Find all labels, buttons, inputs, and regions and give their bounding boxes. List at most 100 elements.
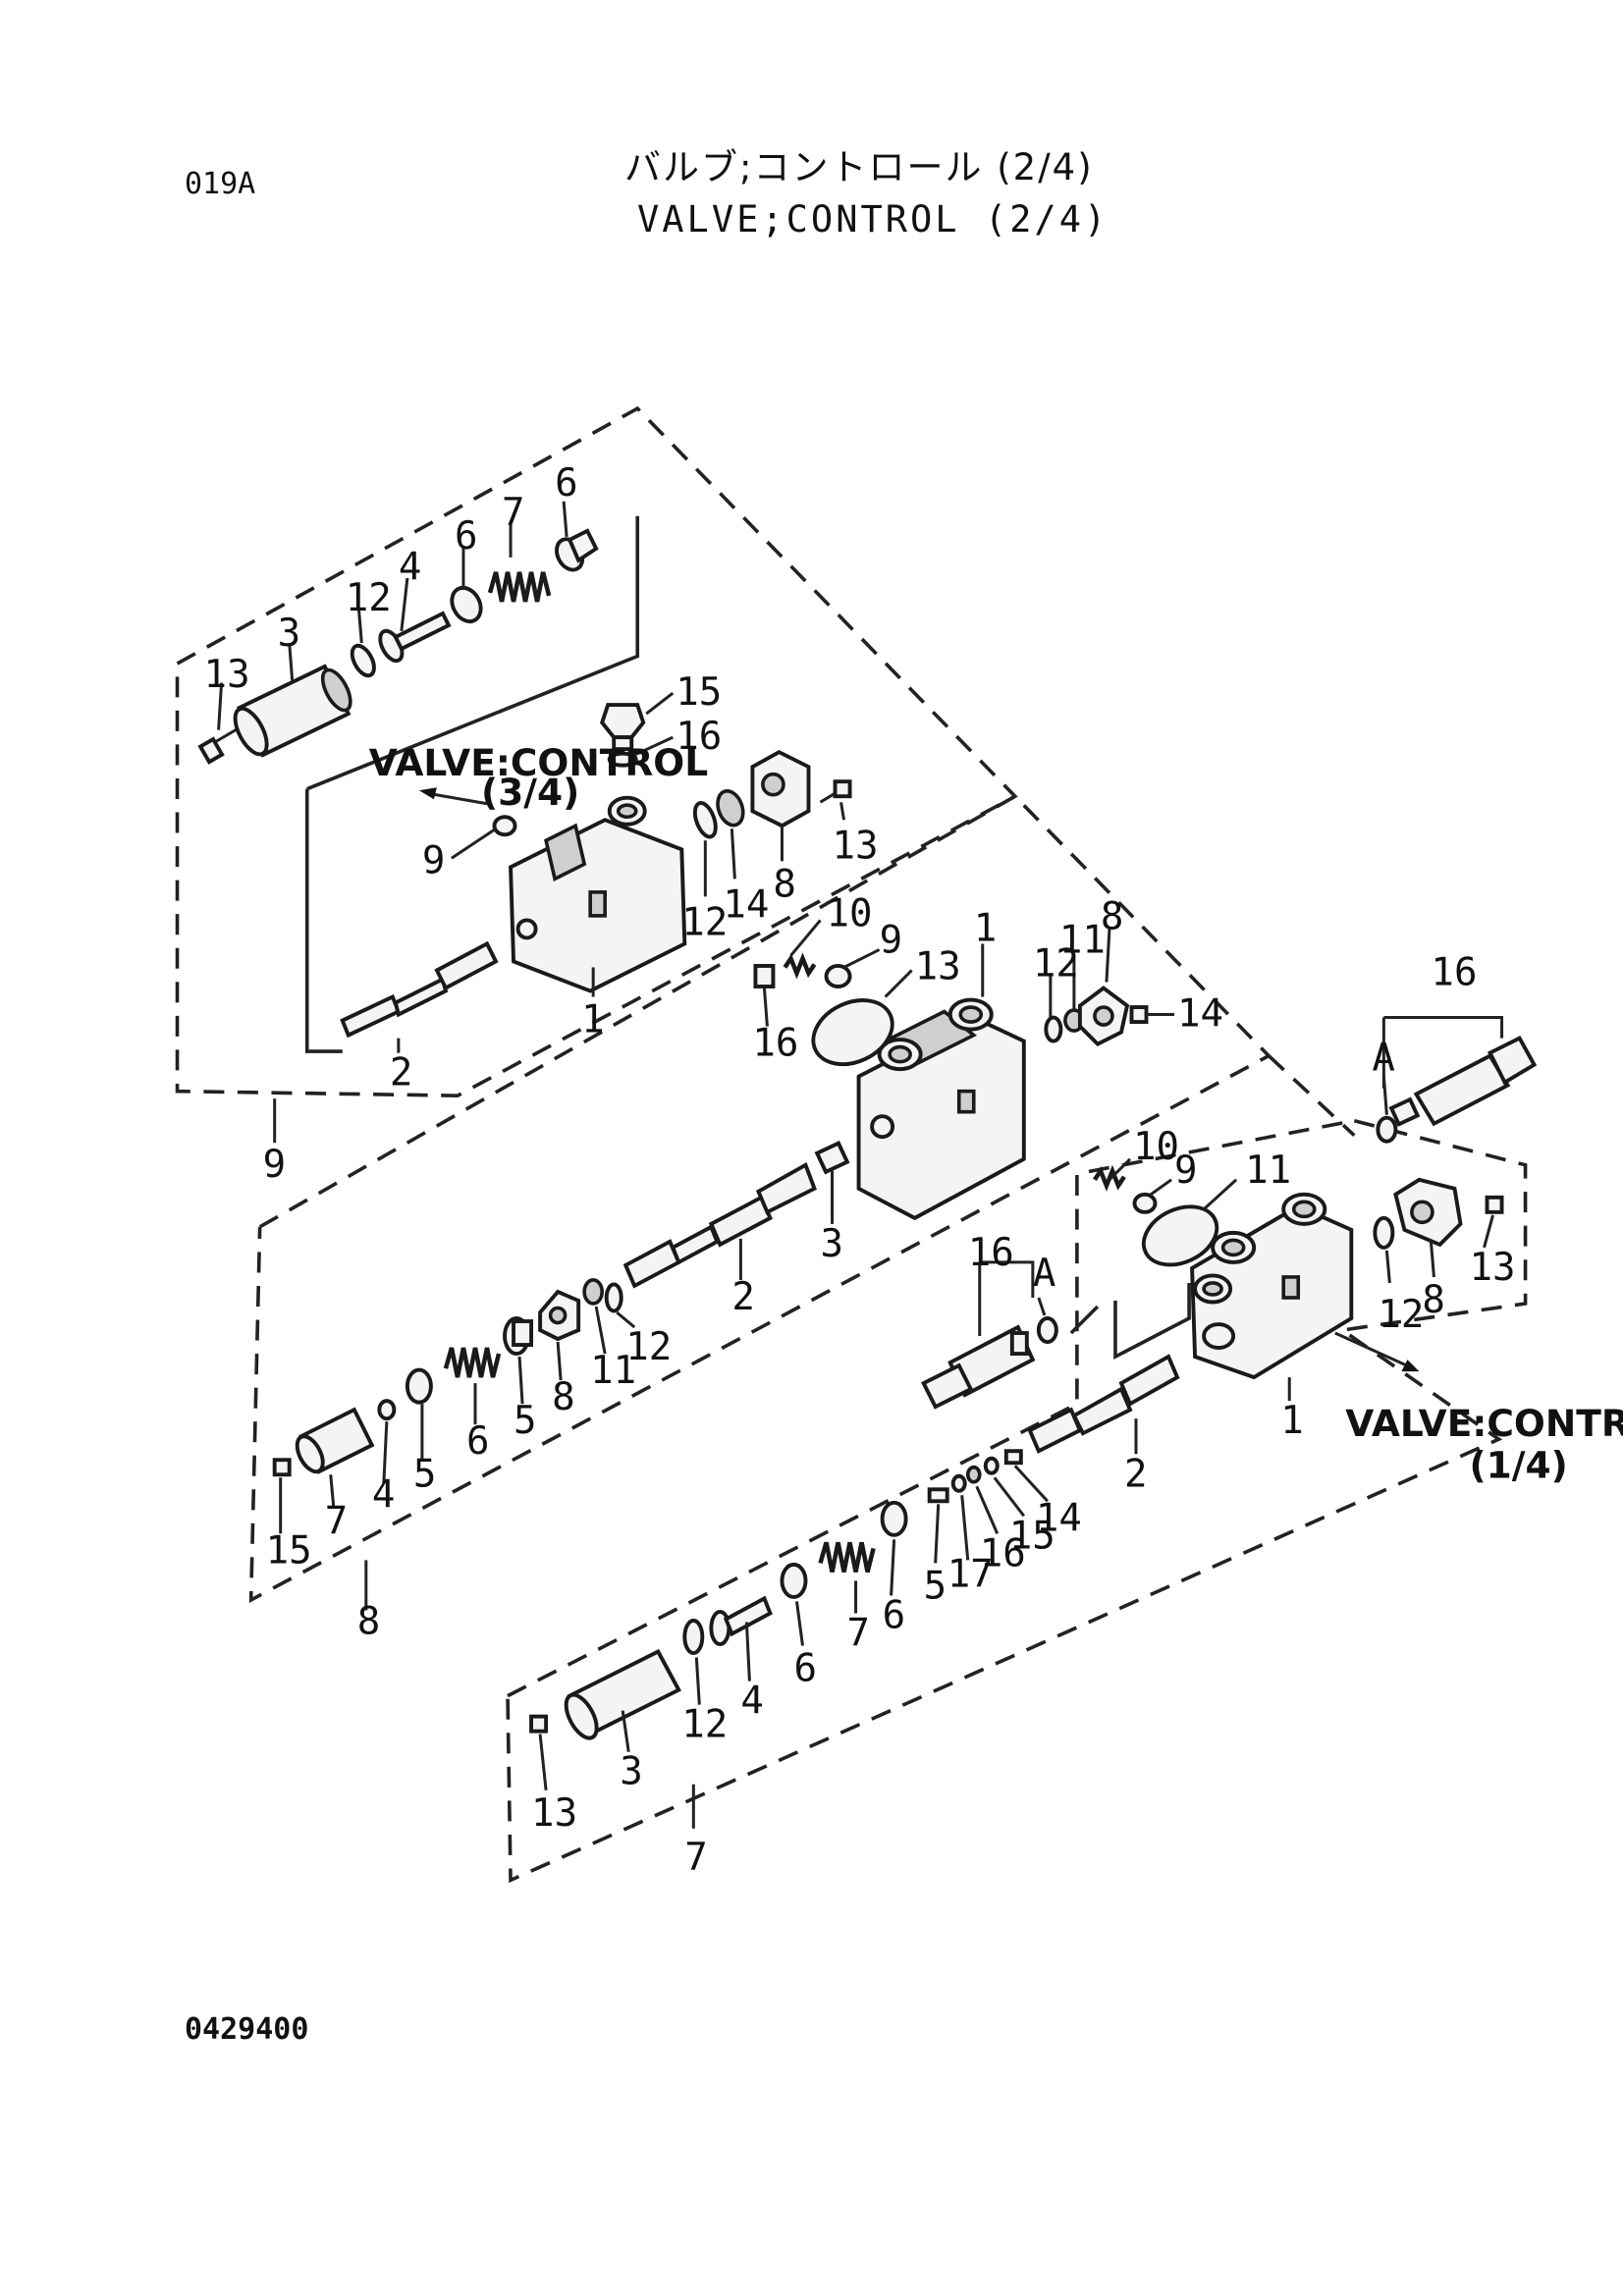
detail-mark-a: A bbox=[1372, 1037, 1395, 1081]
callout-label: 2 bbox=[1124, 1452, 1148, 1496]
pin-icon bbox=[927, 1487, 949, 1504]
callout-label: 14 bbox=[723, 882, 769, 927]
callout-label: 11 bbox=[1245, 1148, 1291, 1193]
callout-label: 12 bbox=[681, 900, 728, 944]
callout-label: 3 bbox=[821, 1222, 844, 1266]
o-ring-icon bbox=[983, 1456, 1000, 1475]
callout-label: 17 bbox=[947, 1552, 994, 1596]
spring-icon bbox=[443, 1347, 502, 1378]
spool-icon bbox=[622, 1161, 817, 1289]
callout-label: 7 bbox=[325, 1499, 349, 1543]
valve-body-icon bbox=[856, 997, 1026, 1221]
bolt-icon bbox=[1485, 1195, 1504, 1214]
o-ring-icon bbox=[604, 1282, 623, 1313]
seat-icon bbox=[880, 1500, 908, 1537]
callout-label: 15 bbox=[1009, 1514, 1055, 1558]
page-title: VALVE;CONTROL (2/4) bbox=[637, 198, 1109, 240]
group-9-parts bbox=[197, 528, 852, 1039]
reference-label: VALVE:CONTROL bbox=[1345, 1402, 1623, 1445]
cap-icon bbox=[233, 664, 352, 758]
spool-icon bbox=[1027, 1354, 1180, 1454]
callout-label: 9 bbox=[880, 918, 903, 962]
callout-label: 4 bbox=[372, 1472, 396, 1517]
group-9-frame bbox=[175, 405, 1018, 1144]
page-code: 019A bbox=[185, 167, 256, 201]
callout-label: 5 bbox=[514, 1399, 537, 1443]
plug-icon bbox=[814, 1141, 850, 1175]
callout-label: 7 bbox=[502, 491, 525, 535]
callout-label: 12 bbox=[681, 1703, 728, 1747]
callout-label: 8 bbox=[1422, 1278, 1445, 1322]
o-ring-icon bbox=[682, 1619, 705, 1655]
washer-icon bbox=[582, 1278, 604, 1306]
callout-label: 13 bbox=[531, 1791, 577, 1836]
bolt-icon bbox=[529, 1714, 549, 1734]
spring-icon bbox=[487, 571, 552, 603]
callout-label: 11 bbox=[590, 1349, 636, 1393]
callout-label: 14 bbox=[1177, 992, 1223, 1037]
callout-label: 2 bbox=[390, 1051, 413, 1095]
seat-icon bbox=[450, 585, 483, 624]
spring-icon bbox=[783, 952, 817, 980]
group-label: 8 bbox=[357, 1599, 381, 1643]
reference-page: (3/4) bbox=[481, 771, 579, 814]
bolt-icon bbox=[819, 779, 852, 804]
detail-mark-a: A bbox=[1033, 1252, 1056, 1296]
callout-label: 8 bbox=[1101, 894, 1124, 938]
o-ring-icon bbox=[350, 643, 376, 678]
washer-icon bbox=[965, 1465, 982, 1484]
plug-icon bbox=[599, 703, 646, 768]
callout-label: 15 bbox=[676, 670, 722, 715]
group-8-leaders bbox=[279, 919, 1175, 1534]
o-ring-icon bbox=[1376, 1115, 1398, 1144]
spool-icon bbox=[340, 940, 499, 1039]
callout-label: 2 bbox=[731, 1275, 755, 1319]
seat-icon bbox=[555, 528, 599, 572]
page-title-japanese: バルブ;コントロール (2/4) bbox=[624, 146, 1094, 188]
cover-icon bbox=[1393, 1177, 1463, 1248]
seat-icon bbox=[405, 1367, 433, 1405]
cap-icon bbox=[295, 1407, 375, 1474]
valve-body-icon bbox=[1190, 1192, 1354, 1380]
callout-label: 16 bbox=[1431, 951, 1477, 995]
plug-icon bbox=[492, 815, 517, 837]
callout-label: 5 bbox=[924, 1564, 947, 1608]
bolt-icon bbox=[1129, 1005, 1149, 1025]
filter-icon bbox=[716, 788, 745, 828]
callout-label: 10 bbox=[827, 891, 873, 935]
plug-icon bbox=[1003, 1449, 1023, 1466]
plug-icon bbox=[1132, 1192, 1158, 1214]
callout-label: 8 bbox=[773, 862, 796, 906]
relief-valve-icon bbox=[921, 1324, 1036, 1410]
cover-icon bbox=[538, 1289, 581, 1342]
group-7-parts bbox=[529, 1035, 1538, 1740]
group-8-parts bbox=[272, 952, 1149, 1477]
callout-label: 9 bbox=[1174, 1148, 1198, 1193]
bolt-icon bbox=[197, 725, 242, 765]
valve-body-icon bbox=[509, 795, 687, 993]
seat-icon bbox=[503, 1316, 534, 1357]
reference-page: (1/4) bbox=[1470, 1443, 1568, 1486]
callout-label: 14 bbox=[1036, 1496, 1082, 1540]
callout-label: 16 bbox=[968, 1231, 1014, 1275]
callout-label: 3 bbox=[278, 612, 301, 656]
drawing-number: 0429400 bbox=[185, 2012, 309, 2047]
callout-label: 4 bbox=[399, 545, 422, 589]
relief-valve-icon bbox=[1388, 1035, 1538, 1127]
cover-icon bbox=[1077, 986, 1130, 1046]
callout-label: 11 bbox=[1059, 918, 1106, 962]
callout-label: 16 bbox=[752, 1022, 798, 1066]
callout-label: 6 bbox=[883, 1593, 906, 1637]
o-ring-icon bbox=[692, 801, 718, 839]
cap-icon bbox=[564, 1648, 681, 1740]
callout-label: 13 bbox=[915, 944, 961, 988]
o-ring-icon bbox=[1044, 1015, 1063, 1043]
callout-labels: 13 3 12 4 6 7 6 15 16 9 2 12 14 8 13 1 1… bbox=[204, 461, 1623, 1880]
callout-label: 13 bbox=[833, 824, 879, 868]
callout-label: 5 bbox=[413, 1452, 437, 1496]
callout-label: 12 bbox=[1033, 941, 1079, 986]
group-9-leaders bbox=[217, 501, 846, 1053]
plug-icon bbox=[753, 964, 776, 988]
group-label: 9 bbox=[263, 1143, 287, 1187]
